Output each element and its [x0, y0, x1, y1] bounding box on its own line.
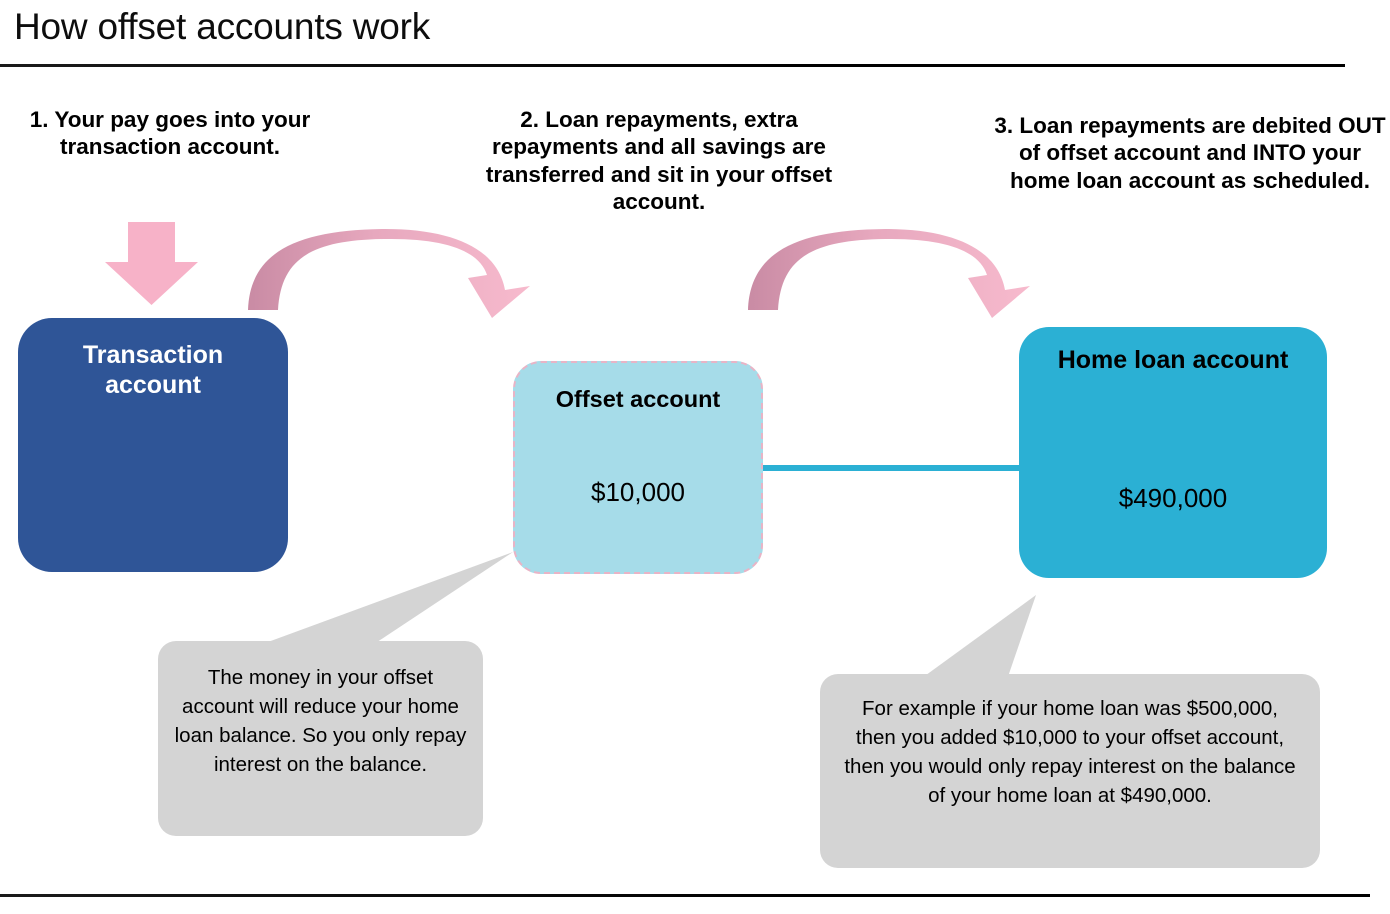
callout-offset-explanation: The money in your offset account will re…: [158, 641, 483, 836]
step-caption-2: 2. Loan repayments, extra repayments and…: [485, 107, 833, 215]
offset-account-label: Offset account: [555, 386, 721, 412]
offset-homeloan-connector: [760, 465, 1022, 471]
home-loan-account-box[interactable]: Home loan account $490,000: [1019, 327, 1327, 578]
step-caption-1: 1. Your pay goes into your transaction a…: [29, 107, 311, 160]
curved-arrow-1-icon: [248, 229, 530, 318]
callout-example-explanation: For example if your home loan was $500,0…: [820, 674, 1320, 868]
step-caption-3: 3. Loan repayments are debited OUT of of…: [994, 113, 1386, 193]
title-divider: [0, 64, 1345, 67]
curved-arrow-2-icon: [748, 229, 1030, 318]
footer-divider: [0, 894, 1370, 897]
transaction-account-label: Transaction account: [82, 341, 224, 399]
transaction-account-box[interactable]: Transaction account: [18, 318, 288, 572]
offset-account-box[interactable]: Offset account $10,000: [513, 361, 763, 574]
offset-account-balance: $10,000: [591, 477, 685, 508]
page-title: How offset accounts work: [14, 6, 431, 47]
down-arrow-icon: [105, 222, 198, 305]
home-loan-account-balance: $490,000: [1118, 483, 1228, 513]
home-loan-account-label: Home loan account: [1057, 346, 1289, 374]
